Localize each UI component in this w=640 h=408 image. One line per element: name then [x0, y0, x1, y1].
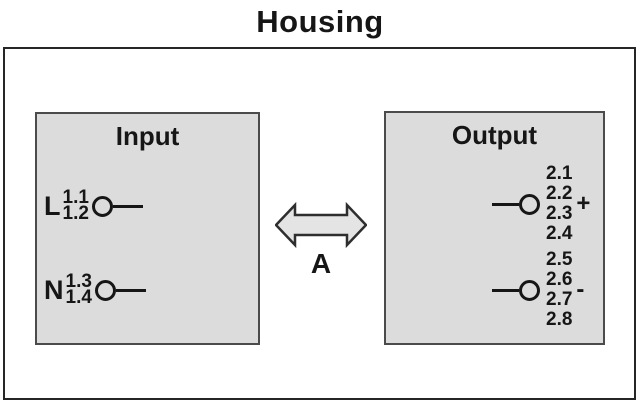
input-terminal-row-l: L 1.1 1.2 — [44, 187, 143, 224]
terminal-circle-icon — [91, 195, 113, 217]
terminal-wire-line — [492, 202, 519, 206]
terminal-number: 2.4 — [546, 223, 573, 244]
output-terminal-row-plus: 2.1 2.2 2.3 2.4 + — [492, 164, 590, 244]
terminal-circle-icon — [519, 193, 540, 215]
arrow-label: A — [310, 248, 332, 279]
terminal-wire-line — [492, 288, 519, 292]
terminal-number: 1.1 — [62, 187, 89, 208]
terminal-number: 2.7 — [546, 289, 573, 310]
terminal-number: 1.2 — [62, 203, 89, 224]
output-panel-title: Output — [451, 120, 538, 150]
terminal-number: 2.5 — [546, 249, 573, 270]
terminal-number: 2.2 — [546, 183, 573, 204]
output-panel: Output 2.1 2.2 2.3 2.4 + 2.5 2.6 2.7 — [384, 111, 605, 345]
terminal-number: 1.4 — [65, 287, 92, 308]
bidirectional-arrow-icon — [274, 201, 368, 249]
polarity-minus-sign: - — [576, 276, 585, 303]
terminal-number: 1.3 — [65, 271, 92, 292]
terminal-wire-line — [115, 288, 146, 292]
polarity-plus-sign: + — [576, 190, 591, 217]
output-terminal-row-minus: 2.5 2.6 2.7 2.8 - — [492, 250, 584, 330]
terminal-letter: L — [44, 190, 61, 221]
terminal-number: 2.6 — [546, 269, 573, 290]
input-terminal-row-n: N 1.3 1.4 — [44, 271, 146, 308]
terminal-wire-line — [112, 204, 143, 208]
terminal-number-stack: 1.1 1.2 — [62, 187, 89, 224]
terminal-letter: N — [44, 274, 64, 305]
terminal-number-stack: 2.1 2.2 2.3 2.4 — [546, 164, 572, 244]
page-title: Housing — [256, 4, 384, 39]
terminal-circle-icon — [94, 279, 116, 301]
terminal-number: 2.1 — [546, 163, 573, 184]
input-panel: Input L 1.1 1.2 N 1.3 1.4 — [35, 112, 260, 345]
housing-box: Input L 1.1 1.2 N 1.3 1.4 — [3, 47, 636, 400]
terminal-circle-icon — [519, 279, 540, 301]
terminal-number-stack: 2.5 2.6 2.7 2.8 — [546, 250, 572, 330]
terminal-number: 2.8 — [546, 309, 573, 330]
terminal-number: 2.3 — [546, 203, 573, 224]
input-panel-title: Input — [115, 121, 180, 151]
terminal-number-stack: 1.3 1.4 — [65, 271, 92, 308]
